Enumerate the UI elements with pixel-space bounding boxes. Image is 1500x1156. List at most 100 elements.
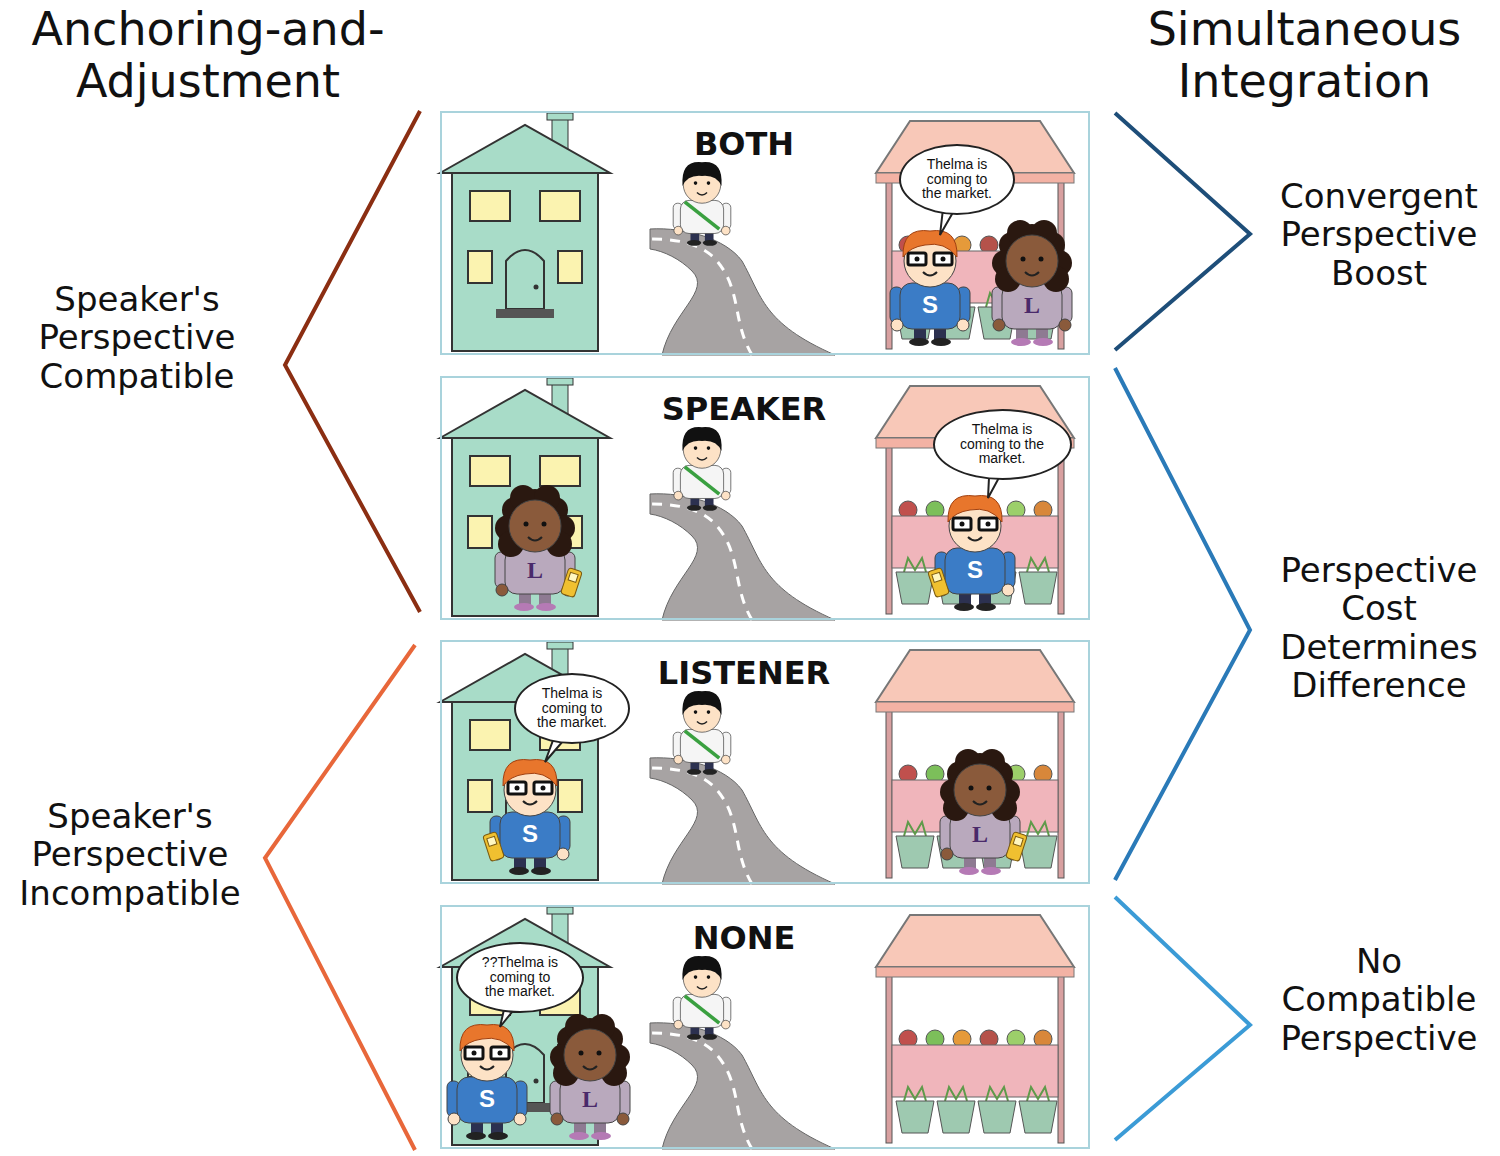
- speech-bubble: Thelma is coming to the market.: [514, 673, 630, 744]
- roof: [440, 125, 610, 173]
- eye: [541, 786, 546, 791]
- eye: [694, 181, 698, 185]
- shirt-letter: L: [520, 558, 550, 582]
- window: [540, 456, 580, 486]
- chimney-cap: [547, 642, 573, 649]
- mouth: [1025, 272, 1039, 276]
- pole: [1058, 700, 1064, 878]
- house-body: [452, 434, 598, 616]
- bracket: [1115, 897, 1250, 1140]
- phone-body: [561, 568, 583, 598]
- head: [954, 764, 1006, 816]
- canopy-edge: [876, 702, 1074, 712]
- mouth: [923, 272, 937, 276]
- eye: [597, 1051, 602, 1056]
- hand: [993, 319, 1005, 331]
- hair: [682, 956, 721, 980]
- bracket: [1115, 368, 1250, 880]
- glasses: [934, 253, 952, 265]
- torso: [680, 994, 723, 1027]
- speech-bubble: ??Thelma is coming to the market.: [456, 942, 584, 1013]
- speech-text: Thelma is coming to the market.: [534, 686, 610, 730]
- torso: [680, 465, 723, 498]
- road-line: [652, 768, 752, 884]
- road-surface: [650, 758, 835, 884]
- hair: [682, 427, 721, 451]
- eye: [524, 522, 529, 527]
- shirt-letter: L: [965, 822, 995, 846]
- road-line: [652, 1033, 752, 1149]
- group-label: Speaker's Perspective Compatible: [6, 280, 268, 395]
- mouth: [697, 721, 707, 724]
- mouth: [480, 1066, 494, 1070]
- pot: [978, 1101, 1016, 1133]
- shoe: [514, 603, 534, 611]
- phone-body: [1006, 832, 1028, 862]
- pot: [896, 836, 934, 868]
- canopy: [876, 915, 1074, 967]
- hand: [1059, 319, 1071, 331]
- shoe: [687, 240, 701, 246]
- hand: [721, 755, 730, 764]
- market-stall: [876, 915, 1074, 1143]
- shoe: [687, 769, 701, 775]
- group-label: Simultaneous Integration: [1112, 4, 1497, 108]
- shirt-letter: L: [575, 1087, 605, 1111]
- eye: [915, 257, 920, 262]
- panel-title: SPEAKER: [644, 390, 844, 428]
- phone: [561, 568, 583, 598]
- shoe: [931, 338, 951, 346]
- scene: [440, 907, 1074, 1149]
- hand: [617, 1113, 629, 1125]
- speech-bubble: Thelma is coming to the market.: [899, 144, 1015, 215]
- plant: [904, 1087, 926, 1101]
- bracket: [1115, 113, 1250, 350]
- hand: [1002, 584, 1014, 596]
- bracket: [285, 111, 420, 612]
- plant: [1027, 1087, 1049, 1101]
- shoe: [509, 867, 529, 875]
- plant: [1027, 822, 1049, 836]
- shoe: [536, 603, 556, 611]
- eye: [960, 522, 965, 527]
- canopy-edge: [876, 967, 1074, 977]
- shoe: [703, 240, 717, 246]
- eye: [707, 975, 711, 979]
- house: [440, 907, 610, 1145]
- road: [650, 1023, 835, 1149]
- head: [509, 500, 561, 552]
- eye: [1039, 257, 1044, 262]
- group-label: Speaker's Perspective Incompatible: [4, 797, 256, 912]
- hand: [496, 584, 508, 596]
- mouth: [528, 537, 542, 541]
- head: [564, 1029, 616, 1081]
- canopy: [876, 650, 1074, 702]
- shoe: [488, 1132, 508, 1140]
- shoe: [1011, 338, 1031, 346]
- bag-strap: [685, 731, 720, 758]
- person-figure: [447, 1025, 527, 1140]
- eye: [707, 710, 711, 714]
- door-knob: [534, 1079, 539, 1084]
- road: [650, 494, 835, 620]
- phone: [928, 568, 950, 598]
- person-figure: [673, 427, 731, 511]
- hand: [514, 1113, 526, 1125]
- scene: [440, 642, 1074, 884]
- glasses: [979, 518, 997, 530]
- eye: [515, 786, 520, 791]
- group-label: Convergent Perspective Boost: [1262, 177, 1496, 292]
- eye: [694, 975, 698, 979]
- road: [650, 758, 835, 884]
- mouth: [697, 986, 707, 989]
- hand: [721, 226, 730, 235]
- group-label: Perspective Cost Determines Difference: [1262, 551, 1496, 705]
- speech-text: Thelma is coming to the market.: [919, 157, 995, 201]
- hair: [682, 691, 721, 715]
- glasses: [908, 253, 926, 265]
- hand: [721, 1020, 730, 1029]
- phone-screen: [487, 836, 497, 846]
- pot: [896, 572, 934, 604]
- eye: [707, 181, 711, 185]
- shoe: [703, 1034, 717, 1040]
